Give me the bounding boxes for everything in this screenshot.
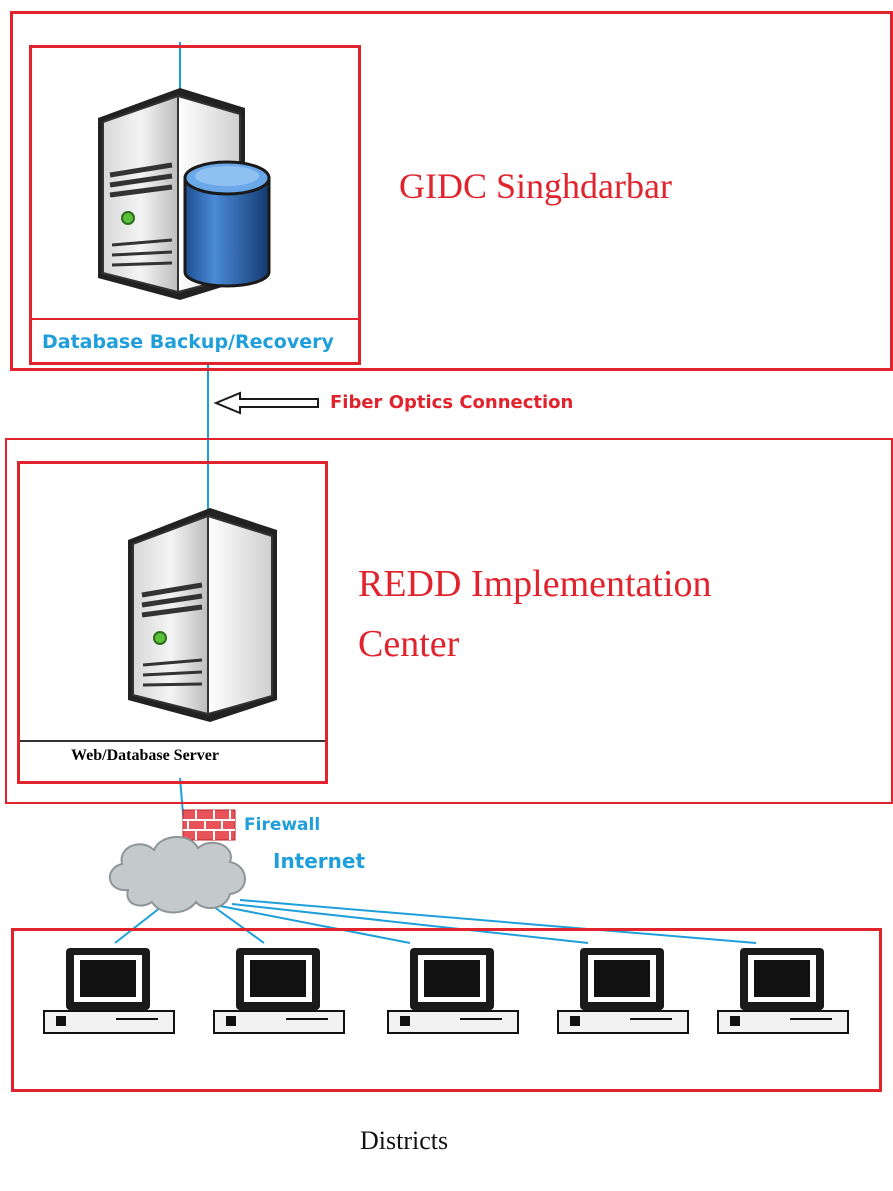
database-backup-caption-divider (32, 318, 358, 320)
gidc-site-title: GIDC Singhdarbar (399, 166, 672, 206)
web-database-server-box (17, 461, 328, 784)
web-server-caption-divider (20, 740, 325, 742)
districts-label: Districts (360, 1126, 449, 1155)
computer-icon (43, 948, 175, 1034)
gidc-site-box (10, 11, 893, 371)
redd-center-box (5, 438, 893, 804)
redd-center-title-line2: Center (358, 623, 460, 665)
districts-box (11, 928, 882, 1092)
database-backup-caption: Database Backup/Recovery (42, 331, 334, 353)
fiber-optics-label: Fiber Optics Connection (330, 392, 574, 413)
computer-icon (717, 948, 849, 1034)
computer-icon (387, 948, 519, 1034)
computer-icon (557, 948, 689, 1034)
database-backup-box (29, 45, 361, 365)
internet-label: Internet (273, 849, 366, 873)
web-server-caption: Web/Database Server (71, 747, 219, 764)
redd-center-title-line1: REDD Implementation (358, 563, 712, 605)
firewall-label: Firewall (244, 815, 321, 835)
computer-icon (213, 948, 345, 1034)
